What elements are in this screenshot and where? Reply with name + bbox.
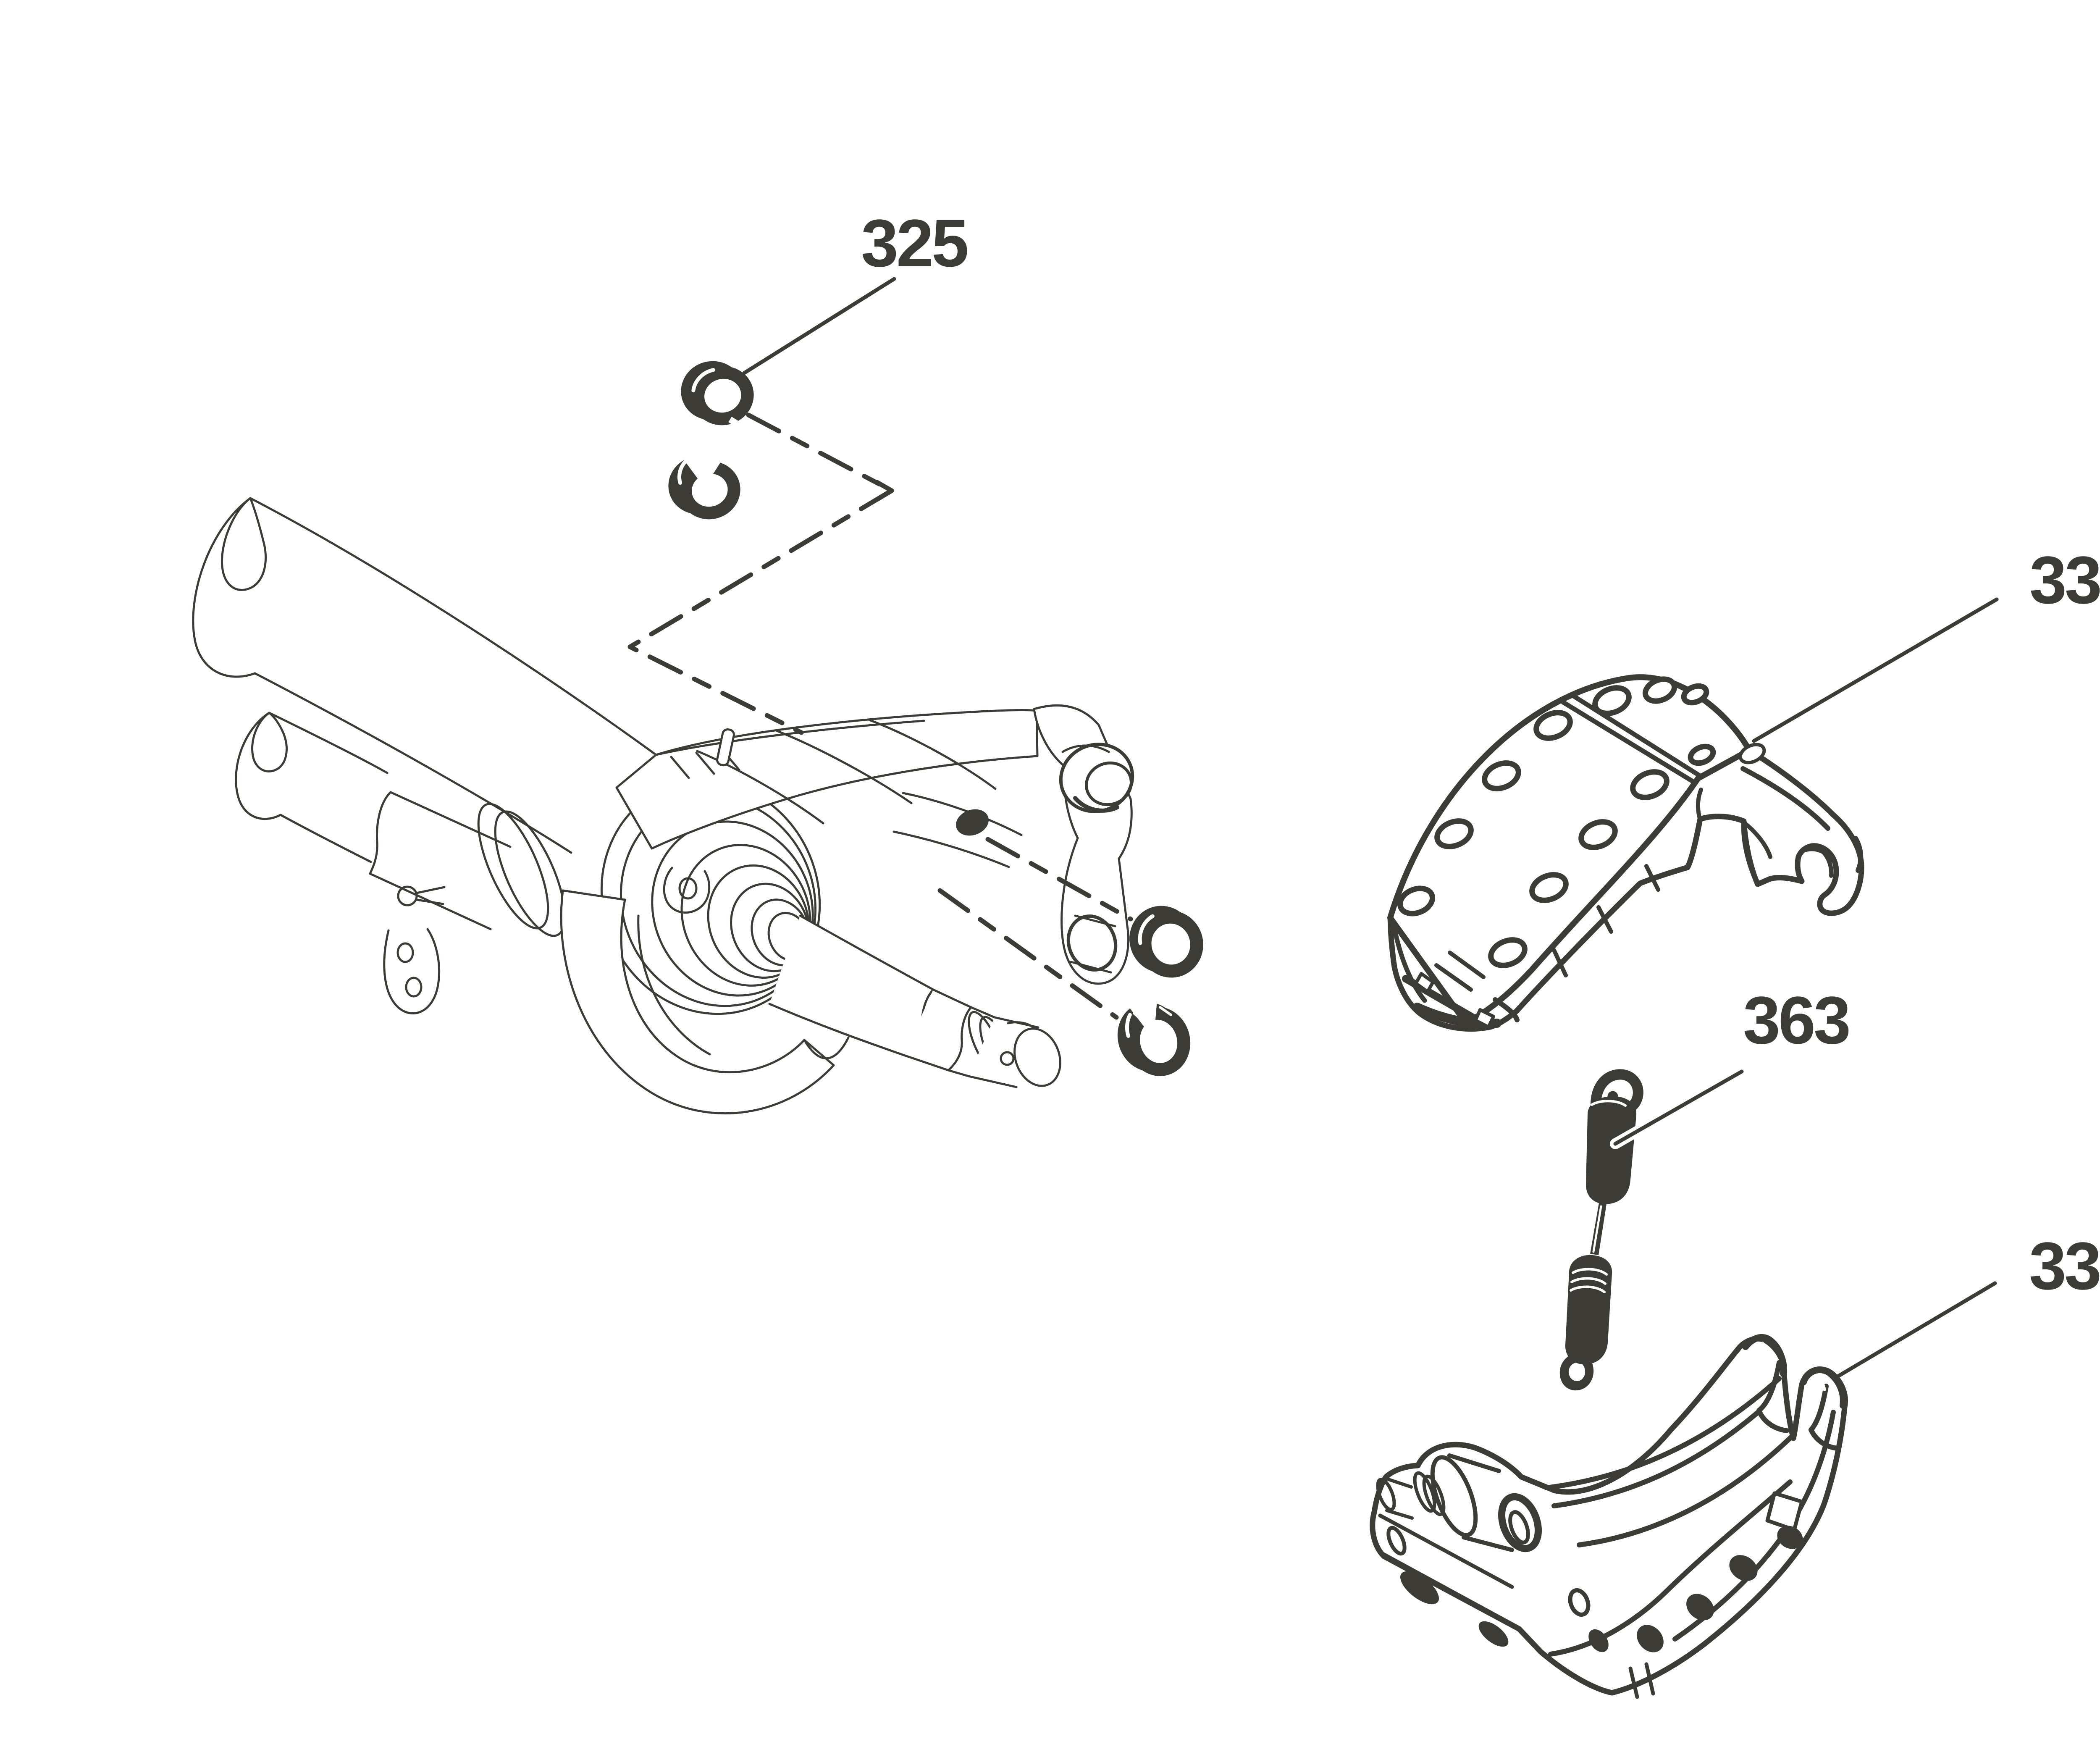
svg-text:330: 330 [2029, 1228, 2100, 1303]
svg-text:330: 330 [2029, 542, 2100, 617]
svg-text:363: 363 [1743, 982, 1849, 1058]
svg-text:325: 325 [861, 205, 967, 281]
